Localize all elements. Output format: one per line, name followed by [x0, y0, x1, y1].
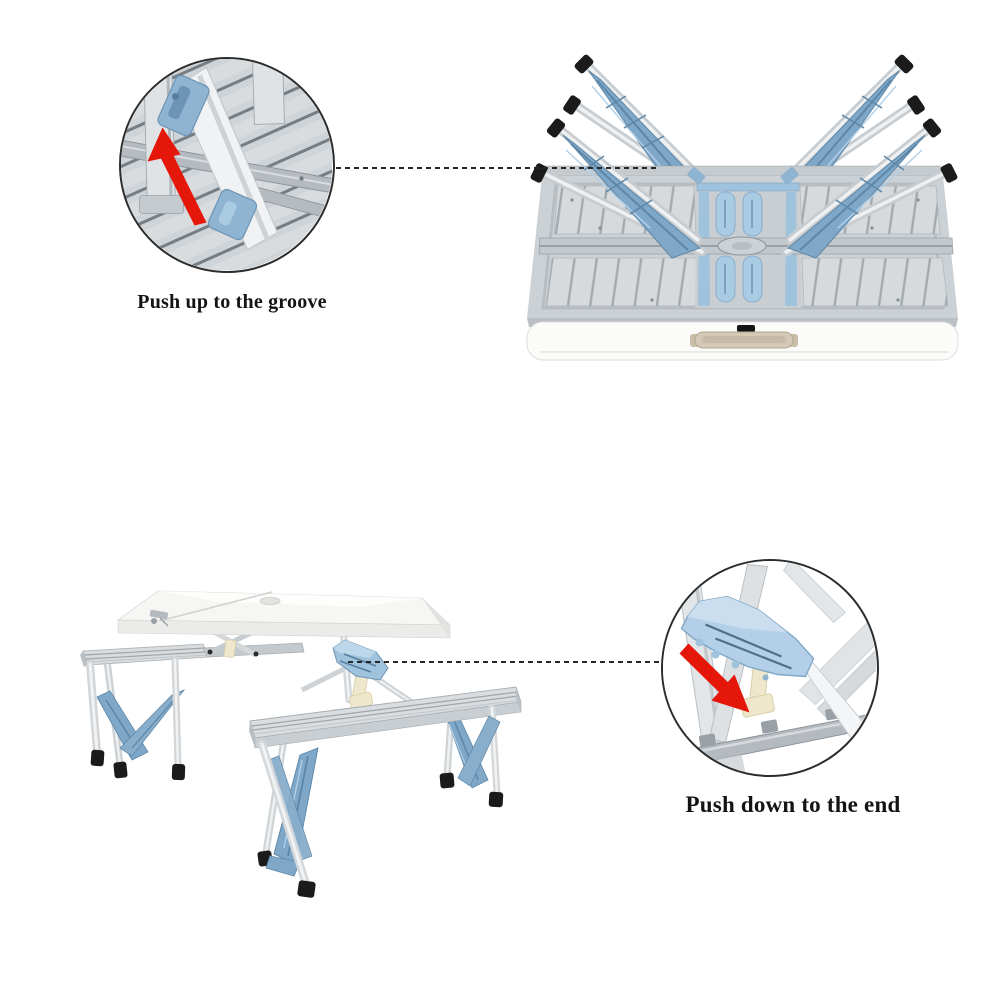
caption-push-down: Push down to the end: [685, 792, 901, 817]
zoom-circle-push-down: [661, 559, 879, 777]
center-latch-mechanism: [332, 624, 389, 710]
folded-table-photo: [526, 54, 959, 361]
tabletop: [116, 590, 452, 639]
folded-front-legs: [530, 118, 958, 259]
blue-seat-bracket: [680, 595, 815, 681]
dashed-connector-top: [336, 167, 658, 169]
zoom-circle-push-up: [119, 57, 335, 273]
fold-seam: [162, 591, 273, 621]
right-bench: [249, 686, 522, 898]
assembled-table-photo: [80, 590, 522, 898]
case-latch: [737, 325, 755, 332]
caption-push-up: Push up to the groove: [137, 291, 327, 313]
sliding-bar: [157, 66, 279, 251]
umbrella-hole: [259, 597, 281, 605]
folded-table-underside: [527, 165, 958, 318]
red-arrow-up-icon: [147, 127, 207, 226]
carry-handle: [690, 331, 798, 349]
dashed-connector-bottom: [348, 661, 662, 663]
edge-latch: [149, 609, 169, 627]
rear-post: [251, 59, 286, 126]
left-bench: [80, 642, 305, 781]
red-arrow-down-icon: [679, 643, 750, 713]
folded-case-edge: [526, 318, 959, 361]
